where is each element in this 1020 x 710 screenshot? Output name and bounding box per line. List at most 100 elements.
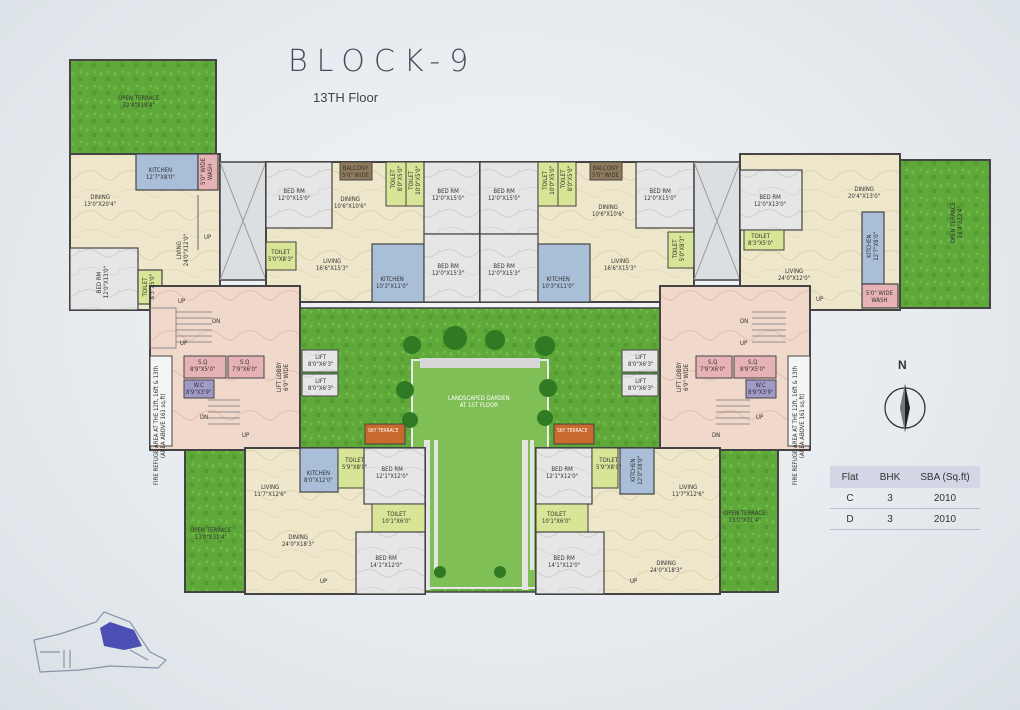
balcony-b xyxy=(589,161,623,181)
kitchen-br xyxy=(619,447,655,495)
label-up-8: UP xyxy=(320,578,328,585)
cell-sba: 2010 xyxy=(933,492,957,504)
header-flat: Flat xyxy=(841,471,859,483)
label-refuge-left: FIRE REFUGE AREA AT THE 12ft, 16ft & 13t… xyxy=(153,366,167,486)
toilet-bl-2 xyxy=(371,503,426,533)
label-up-2: UP xyxy=(180,340,188,347)
flat-area-table: Flat BHK SBA (Sq.ft) C 3 2010 D 3 2010 xyxy=(830,466,980,530)
table-row: D 3 2010 xyxy=(830,509,980,530)
cell-bhk: 3 xyxy=(887,513,893,525)
toilet-br-2 xyxy=(535,503,589,533)
bedroom-b2 xyxy=(635,161,695,229)
open-terrace-right xyxy=(899,159,991,309)
toilet-r xyxy=(743,229,785,251)
key-plan xyxy=(33,611,168,673)
wc-right xyxy=(745,379,777,399)
toilet-b-c xyxy=(667,231,695,269)
sky-terrace-right xyxy=(553,423,595,445)
label-dn-2: DN xyxy=(200,414,209,421)
label-up-3: UP xyxy=(242,432,250,439)
header-bhk: BHK xyxy=(879,471,901,483)
sq-left-2 xyxy=(227,355,265,379)
label-up-1: UP xyxy=(178,298,186,305)
bedroom-a1 xyxy=(265,161,333,229)
bedroom-bl-2 xyxy=(355,531,426,595)
open-terrace-top-left xyxy=(69,59,217,155)
kitchen-tl xyxy=(135,153,199,191)
kitchen-a xyxy=(371,243,425,303)
bedroom-a2 xyxy=(423,161,481,235)
table-header: Flat BHK SBA (Sq.ft) xyxy=(830,466,980,488)
label-dn-3: DN xyxy=(740,318,749,325)
open-terrace-bottom-left xyxy=(184,449,246,593)
wash-tl xyxy=(197,153,219,191)
refuge-right xyxy=(787,355,811,447)
wash-r xyxy=(861,283,899,309)
bedroom-bl-1 xyxy=(363,447,426,505)
table-row: C 3 2010 xyxy=(830,488,980,509)
label-up-9: UP xyxy=(630,578,638,585)
toilet-br-1 xyxy=(591,447,619,489)
compass xyxy=(884,384,926,432)
cell-flat: D xyxy=(846,513,854,525)
toilet-b-b xyxy=(557,161,577,207)
label-sky-terrace-right: SKY TERRACE xyxy=(557,428,588,434)
kitchen-b xyxy=(537,243,591,303)
sq-left-1 xyxy=(183,355,227,379)
label-dn-1: DN xyxy=(212,318,221,325)
cell-bhk: 3 xyxy=(887,492,893,504)
cell-sba: 2010 xyxy=(933,513,957,525)
sq-right-2 xyxy=(733,355,777,379)
sky-terrace-left xyxy=(364,423,406,445)
label-up-6: UP xyxy=(204,234,212,241)
label-up-7: UP xyxy=(816,296,824,303)
sq-right-1 xyxy=(695,355,733,379)
